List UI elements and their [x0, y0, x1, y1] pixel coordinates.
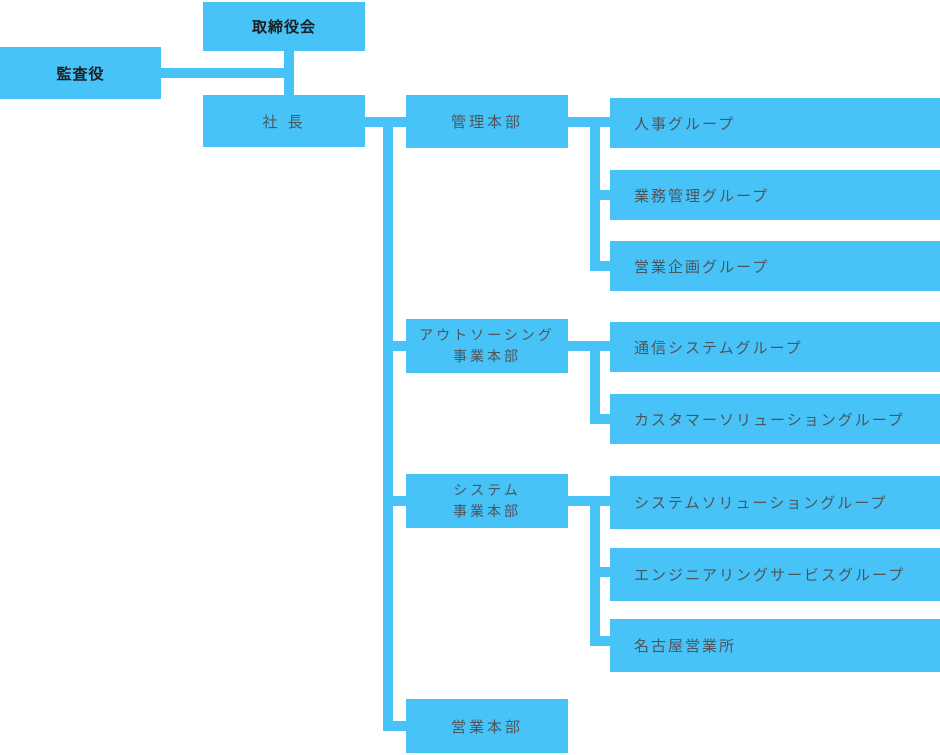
- org-node-sales-planning-group-label: 営業企画グループ: [634, 258, 770, 276]
- org-node-president: 社 長: [203, 95, 365, 147]
- org-node-nagoya-office: 名古屋営業所: [610, 619, 940, 672]
- connector-systems-groups: [568, 496, 610, 506]
- org-node-sales-planning-group: 営業企画グループ: [610, 241, 940, 291]
- org-node-admin-hq: 管理本部: [406, 95, 568, 148]
- branch-sales-hq: [383, 721, 406, 731]
- org-node-customer-solutions-group-label: カスタマーソリューショングループ: [634, 411, 905, 429]
- branch-nagoya-office: [590, 636, 610, 646]
- org-node-system-solutions-group-label: システムソリューショングループ: [634, 495, 888, 512]
- branch-outsourcing-hq: [383, 341, 406, 351]
- org-node-president-label: 社 長: [262, 113, 306, 131]
- distributor-outsourcing: [590, 341, 600, 424]
- org-node-outsourcing-hq-line2: 事業本部: [453, 348, 521, 364]
- org-node-sales-hq-label: 営業本部: [450, 718, 523, 736]
- org-node-system-solutions-group: システムソリューショングループ: [610, 476, 940, 529]
- org-node-board-label: 取締役会: [251, 19, 316, 36]
- connector-admin-hq-groups: [568, 117, 610, 127]
- org-node-sales-hq: 営業本部: [406, 699, 568, 753]
- org-node-outsourcing-hq: アウトソーシング 事業本部: [406, 319, 568, 373]
- branch-customer-solutions-group: [590, 414, 610, 424]
- org-node-admin-hq-label: 管理本部: [450, 114, 523, 131]
- trunk-president-vertical: [383, 117, 393, 731]
- org-node-comm-systems-group: 通信システムグループ: [610, 322, 940, 372]
- org-node-engineering-services-group-label: エンジニアリングサービスグループ: [634, 567, 906, 584]
- branch-engineering-services-group: [590, 567, 610, 577]
- org-node-auditor-label: 監査役: [56, 65, 105, 83]
- org-node-systems-hq: システム 事業本部: [406, 474, 568, 528]
- branch-systems-hq: [383, 496, 406, 506]
- connector-outsourcing-groups: [568, 341, 610, 351]
- org-node-board: 取締役会: [203, 2, 365, 51]
- branch-sales-planning-group: [590, 261, 610, 271]
- org-node-auditor: 監査役: [0, 47, 161, 99]
- org-node-outsourcing-hq-line1: アウトソーシング: [419, 327, 555, 343]
- org-node-nagoya-office-label: 名古屋営業所: [634, 638, 737, 655]
- connector-auditor: [161, 68, 294, 78]
- org-node-biz-admin-group: 業務管理グループ: [610, 170, 940, 220]
- org-node-engineering-services-group: エンジニアリングサービスグループ: [610, 548, 940, 601]
- org-node-hr-group: 人事グループ: [610, 98, 940, 148]
- org-node-biz-admin-group-label: 業務管理グループ: [634, 187, 770, 205]
- org-node-hr-group-label: 人事グループ: [634, 115, 736, 133]
- branch-biz-admin-group: [590, 190, 610, 200]
- org-node-customer-solutions-group: カスタマーソリューショングループ: [610, 394, 940, 444]
- org-node-comm-systems-group-label: 通信システムグループ: [634, 339, 803, 357]
- org-node-systems-hq-line1: システム: [453, 482, 521, 498]
- org-node-systems-hq-line2: 事業本部: [453, 503, 521, 519]
